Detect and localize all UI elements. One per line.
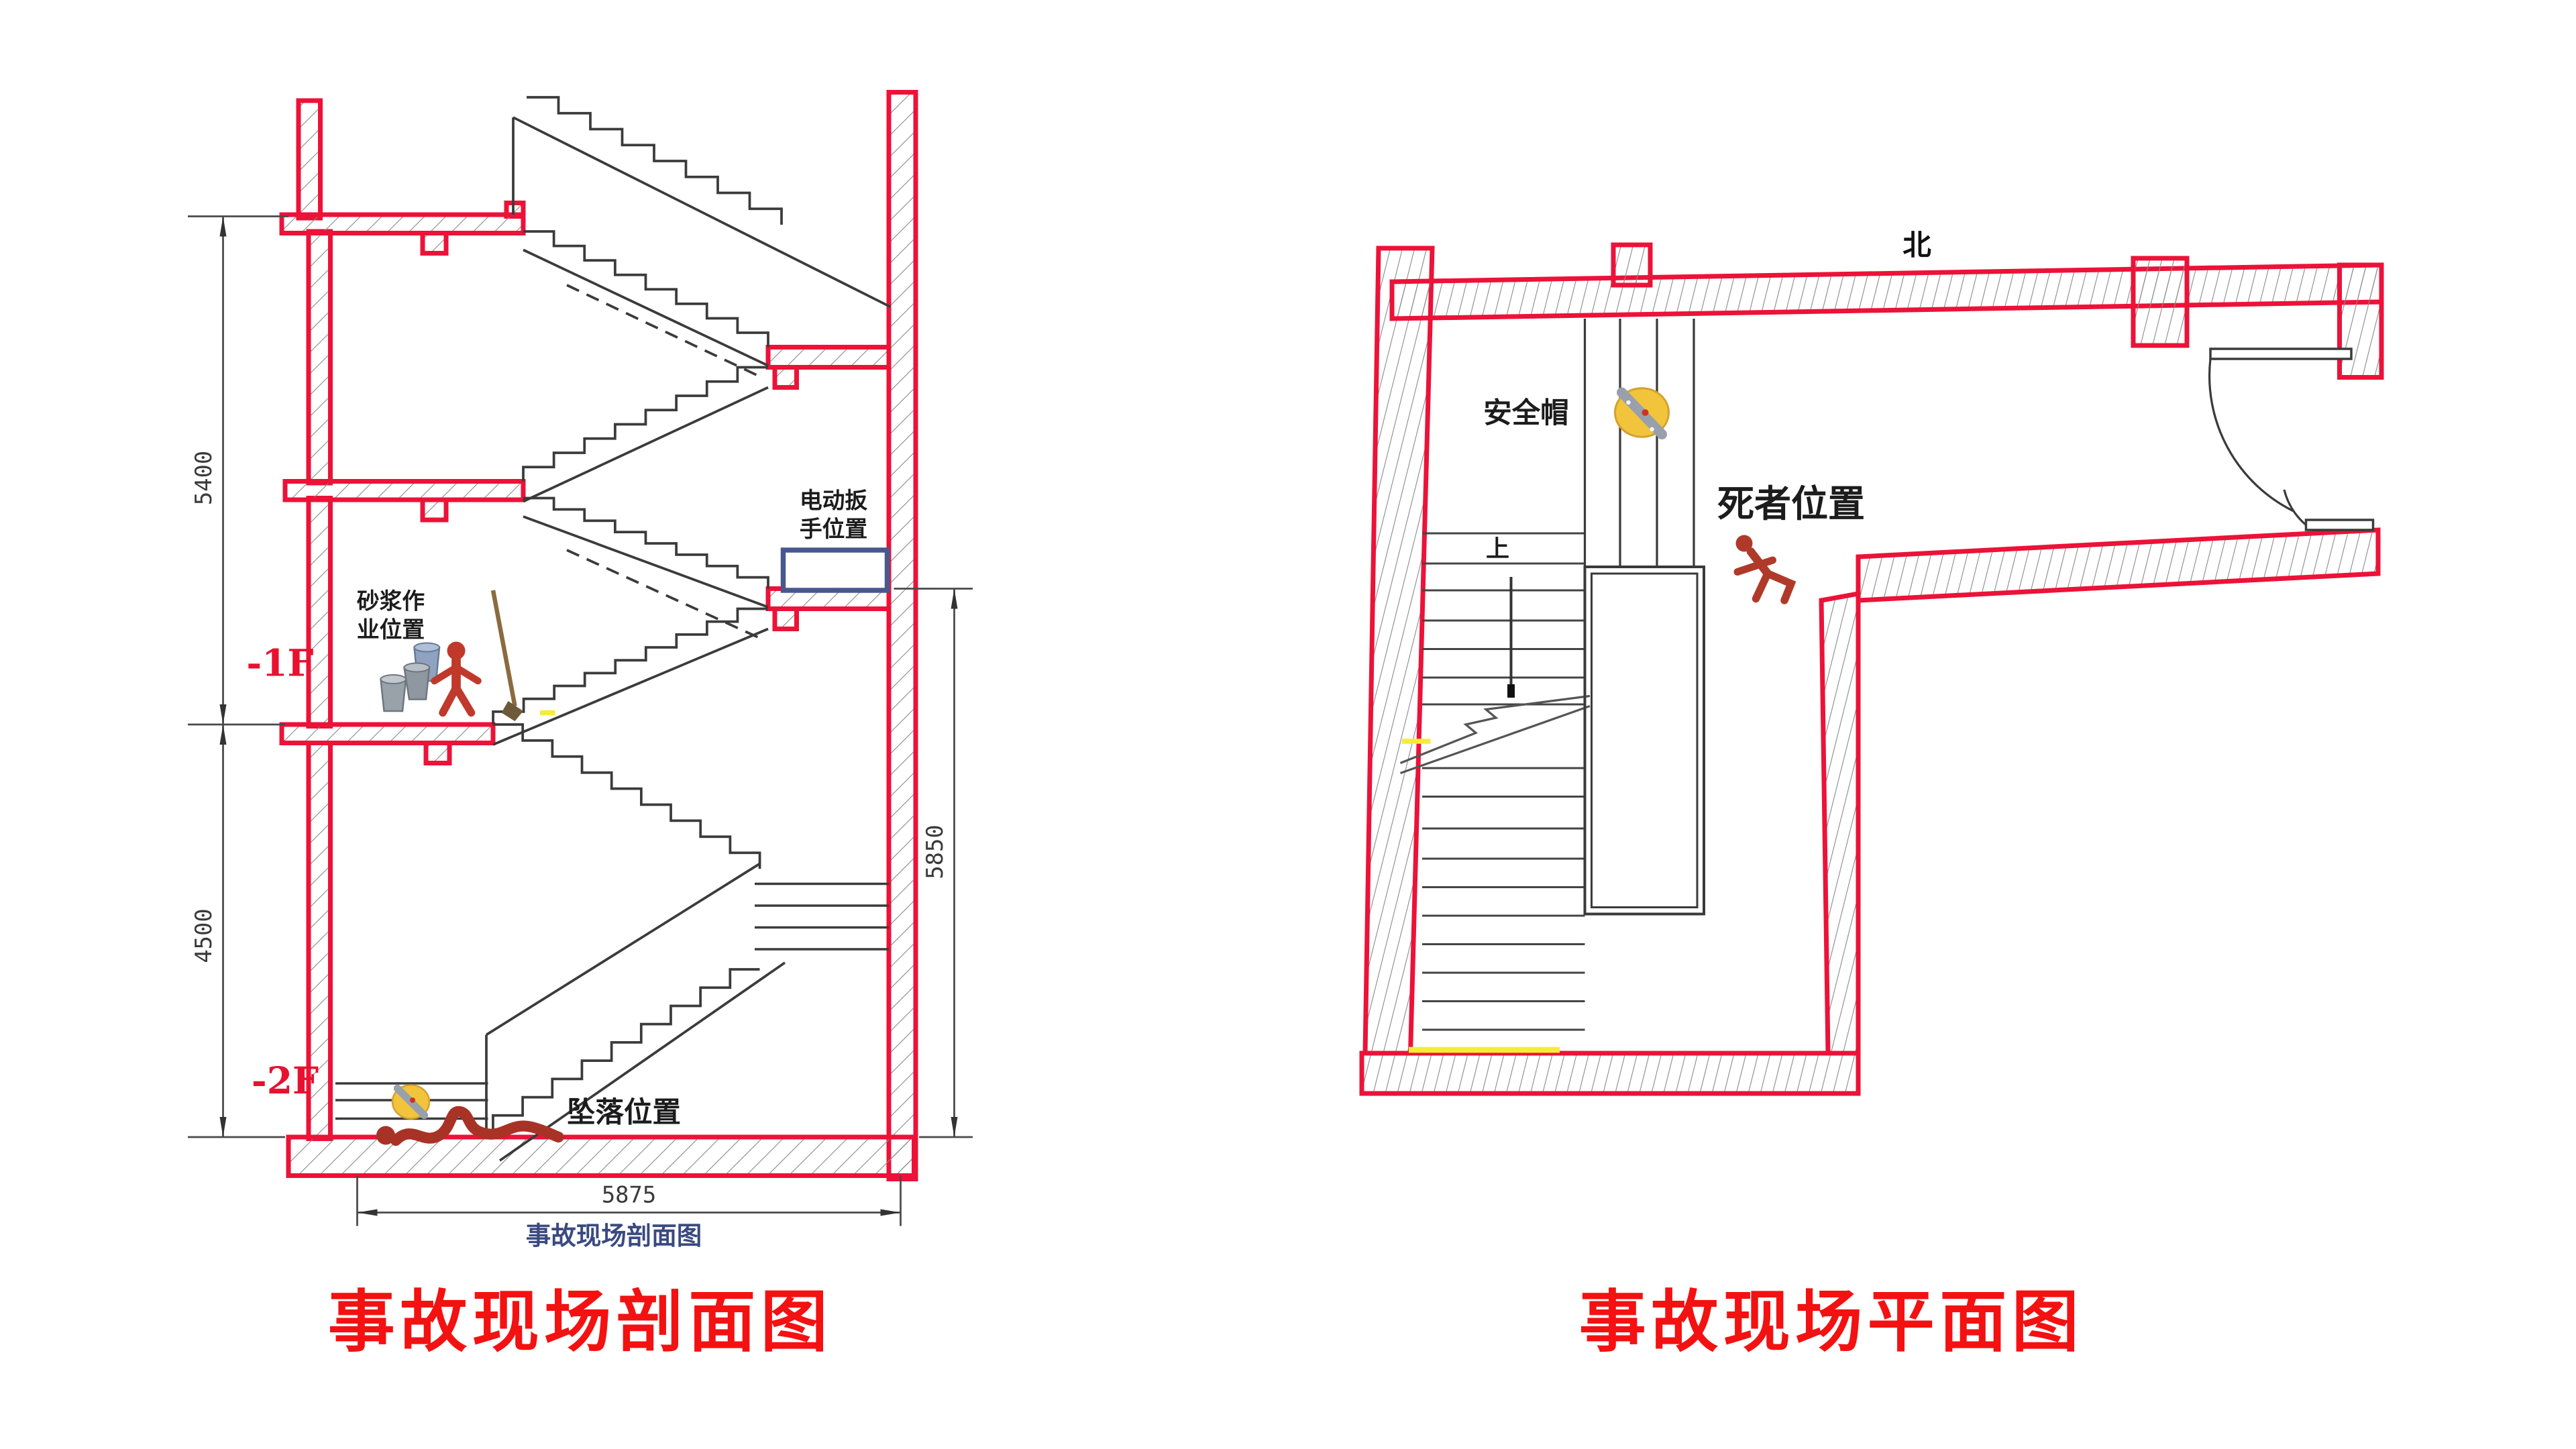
plan-left-wall — [1362, 246, 1435, 1056]
stairs-up-label: 上 — [1486, 536, 1509, 562]
bucket-icon — [380, 642, 441, 712]
section-right-wall — [886, 90, 918, 1181]
stair-steps — [493, 723, 761, 869]
mortar-work-label-line2: 业位置 — [357, 617, 425, 643]
section-view: 5400 4500 5850 5875 -1F -2F 砂浆作 业位置 — [188, 90, 973, 1250]
deceased-position-label: 死者位置 — [1717, 483, 1865, 525]
cut-flight-lines — [755, 882, 889, 951]
stair-direction-arrow — [1507, 577, 1515, 698]
fallen-person-icon — [376, 1106, 564, 1146]
floor-slab-mid — [282, 479, 526, 502]
section-left-wall-upper — [306, 229, 333, 486]
door-leaf — [2209, 347, 2353, 360]
beam-tooth — [423, 741, 452, 765]
stair-steps — [522, 366, 768, 482]
beam-tooth — [772, 365, 799, 390]
fall-position-label: 坠落位置 — [567, 1097, 681, 1129]
plan-title: 事故现场平面图 — [1579, 1285, 2084, 1360]
door-swing-arc — [2208, 358, 2295, 513]
plan-inner-wall — [1819, 590, 1861, 1056]
stair-steps — [523, 230, 769, 347]
deceased-figure-icon — [1733, 535, 1796, 604]
wrench-label-line1: 电动扳 — [800, 488, 868, 514]
floor-label-minus1: -1F — [246, 641, 313, 685]
worker-figure-icon — [431, 641, 482, 717]
beam-tooth — [420, 497, 449, 523]
stair-steps — [492, 607, 768, 725]
floor-slab-top — [279, 212, 526, 235]
dimension-lower-storey: 4500 — [191, 908, 217, 963]
plan-top-wall — [1389, 262, 2384, 321]
dimension-fall-height: 5850 — [922, 824, 948, 879]
plan-view: 上 北 安全帽 死者位置 — [1359, 230, 2384, 1096]
stair-steps — [527, 96, 783, 225]
dimension-upper-storey: 5400 — [191, 451, 217, 505]
shaft-outer — [1583, 566, 1705, 916]
stair-steps — [492, 968, 760, 1134]
stair-steps — [523, 496, 769, 589]
double-door — [2208, 347, 2375, 531]
stair-treads — [1422, 532, 1585, 1031]
plan-corridor-wall — [1856, 527, 2381, 603]
door-swing-arc — [2283, 489, 2307, 526]
plan-column — [2131, 256, 2190, 348]
scaffold-lines — [1583, 319, 1695, 567]
north-label: 北 — [1902, 230, 1931, 262]
broom-icon — [490, 590, 523, 721]
helmet-icon — [1614, 387, 1670, 439]
shaft-inner — [1591, 572, 1699, 908]
section-left-wall-mid — [306, 496, 333, 729]
break-line — [1399, 694, 1591, 775]
beam-tooth — [420, 231, 449, 256]
section-caption: 事故现场剖面图 — [526, 1222, 702, 1250]
wrench-label-line2: 手位置 — [800, 517, 867, 542]
hidden-flight-dashed — [566, 549, 759, 639]
plan-door-jamb — [2337, 262, 2384, 380]
stair-flights — [335, 96, 892, 1162]
beam-tooth — [772, 606, 799, 631]
plan-column-stub — [1611, 242, 1653, 288]
stair-landing-upper — [765, 345, 892, 370]
section-left-wall-top — [296, 98, 323, 221]
floor-label-minus2: -2F — [252, 1059, 319, 1102]
plan-bottom-wall — [1359, 1051, 1861, 1096]
section-title: 事故现场剖面图 — [328, 1285, 833, 1360]
floor-slab-minus1 — [279, 722, 496, 745]
section-dimensions: 5400 4500 5850 5875 — [188, 215, 973, 1226]
dimension-width: 5875 — [602, 1182, 656, 1208]
wrench-position-box — [780, 547, 890, 593]
helmet-icon — [391, 1084, 431, 1120]
hidden-flight-dashed — [566, 284, 759, 377]
door-leaf — [2304, 519, 2375, 531]
mortar-work-label-line1: 砂浆作 — [357, 589, 425, 614]
helmet-label: 安全帽 — [1483, 397, 1569, 429]
